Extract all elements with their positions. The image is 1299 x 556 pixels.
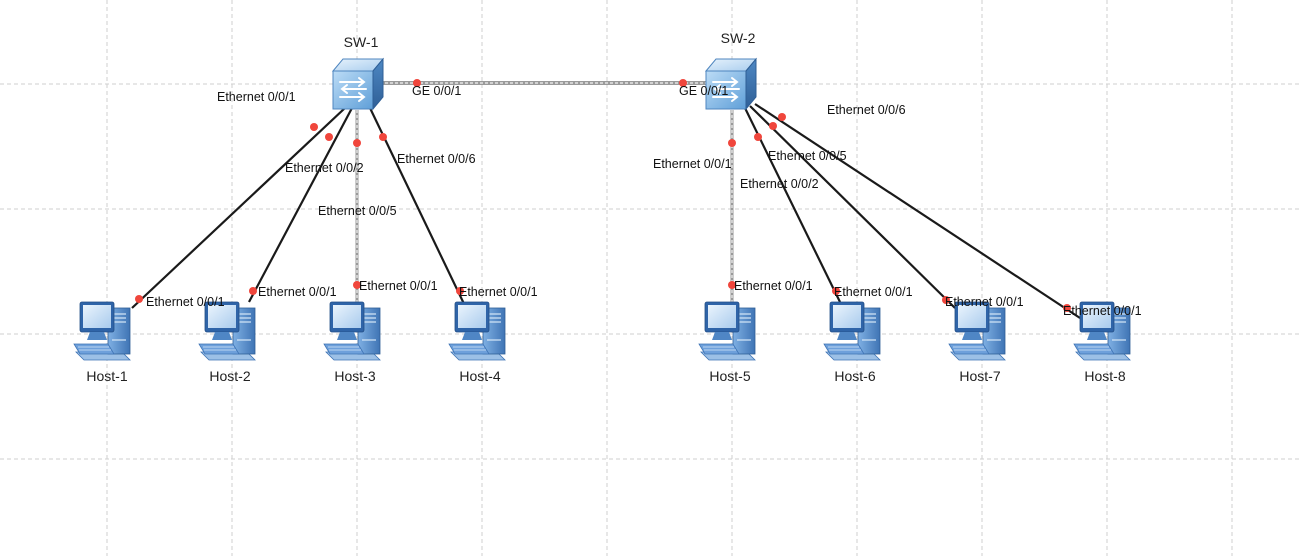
port-dot [1063, 304, 1071, 312]
host-label: Host-7 [959, 368, 1000, 384]
port-dot [325, 133, 333, 141]
host-label: Host-4 [459, 368, 500, 384]
port-dot [728, 281, 736, 289]
port-dot [353, 281, 361, 289]
host-7[interactable]: Host-7 [948, 301, 1006, 384]
port-dot [353, 139, 361, 147]
host-1[interactable]: Host-1 [73, 301, 131, 384]
port-dot [379, 133, 387, 141]
pc-icon [448, 301, 506, 361]
port-labels: GE 0/0/1 GE 0/0/1 Ethernet 0/0/1 Etherne… [146, 84, 1142, 318]
host-3[interactable]: Host-3 [323, 301, 381, 384]
port-label-sw1-e2: Ethernet 0/0/2 [285, 161, 364, 175]
port-dot [778, 113, 786, 121]
port-label-host7: Ethernet 0/0/1 [945, 295, 1024, 309]
switch-icon [332, 58, 384, 110]
link-sw1-host2[interactable] [248, 107, 353, 303]
port-dot [310, 123, 318, 131]
switch-label: SW-1 [344, 34, 379, 50]
pc-icon [323, 301, 381, 361]
switch-sw2[interactable]: SW-2 [705, 30, 757, 110]
link-sw1-host1[interactable] [131, 107, 346, 309]
link-sw2-host6[interactable] [744, 107, 841, 303]
pc-icon [73, 301, 131, 361]
link-sw1-host4[interactable] [369, 107, 467, 309]
switch-sw1[interactable]: SW-1 [332, 34, 384, 110]
port-label-sw2-e1: Ethernet 0/0/1 [653, 157, 732, 171]
port-dot [769, 122, 777, 130]
port-label-host5: Ethernet 0/0/1 [734, 279, 813, 293]
port-dot [832, 287, 840, 295]
switch-label: SW-2 [721, 30, 756, 46]
port-dot [135, 295, 143, 303]
port-label-sw2-ge: GE 0/0/1 [679, 84, 728, 98]
host-label: Host-1 [86, 368, 127, 384]
port-dot [249, 287, 257, 295]
port-label-sw2-e5: Ethernet 0/0/5 [768, 149, 847, 163]
pc-icon [823, 301, 881, 361]
port-label-host1: Ethernet 0/0/1 [146, 295, 225, 309]
port-label-sw2-e6: Ethernet 0/0/6 [827, 103, 906, 117]
port-dot [456, 287, 464, 295]
host-5[interactable]: Host-5 [698, 301, 756, 384]
port-label-host3: Ethernet 0/0/1 [359, 279, 438, 293]
port-label-host4: Ethernet 0/0/1 [459, 285, 538, 299]
port-dot [679, 79, 687, 87]
port-label-host2: Ethernet 0/0/1 [258, 285, 337, 299]
port-dot [413, 79, 421, 87]
links [131, 81, 1081, 319]
port-label-host6: Ethernet 0/0/1 [834, 285, 913, 299]
port-dot [728, 139, 736, 147]
host-label: Host-6 [834, 368, 875, 384]
host-6[interactable]: Host-6 [823, 301, 881, 384]
host-label: Host-8 [1084, 368, 1125, 384]
host-label: Host-3 [334, 368, 375, 384]
port-label-sw1-e1: Ethernet 0/0/1 [217, 90, 296, 104]
port-label-host8: Ethernet 0/0/1 [1063, 304, 1142, 318]
pc-icon [698, 301, 756, 361]
port-dot [942, 296, 950, 304]
port-label-sw1-ge: GE 0/0/1 [412, 84, 461, 98]
host-4[interactable]: Host-4 [448, 301, 506, 384]
host-label: Host-5 [709, 368, 750, 384]
port-dot [754, 133, 762, 141]
port-label-sw2-e2: Ethernet 0/0/2 [740, 177, 819, 191]
host-label: Host-2 [209, 368, 250, 384]
host-2[interactable]: Host-2 [198, 301, 256, 384]
link-sw2-host7[interactable] [749, 105, 956, 309]
link-sw2-host8[interactable] [754, 103, 1081, 319]
port-label-sw1-e5: Ethernet 0/0/5 [318, 204, 397, 218]
pc-icon [948, 301, 1006, 361]
pc-icon [198, 301, 256, 361]
port-label-sw1-e6: Ethernet 0/0/6 [397, 152, 476, 166]
host-8[interactable]: Host-8 [1073, 301, 1131, 384]
port-dots [135, 79, 1071, 312]
